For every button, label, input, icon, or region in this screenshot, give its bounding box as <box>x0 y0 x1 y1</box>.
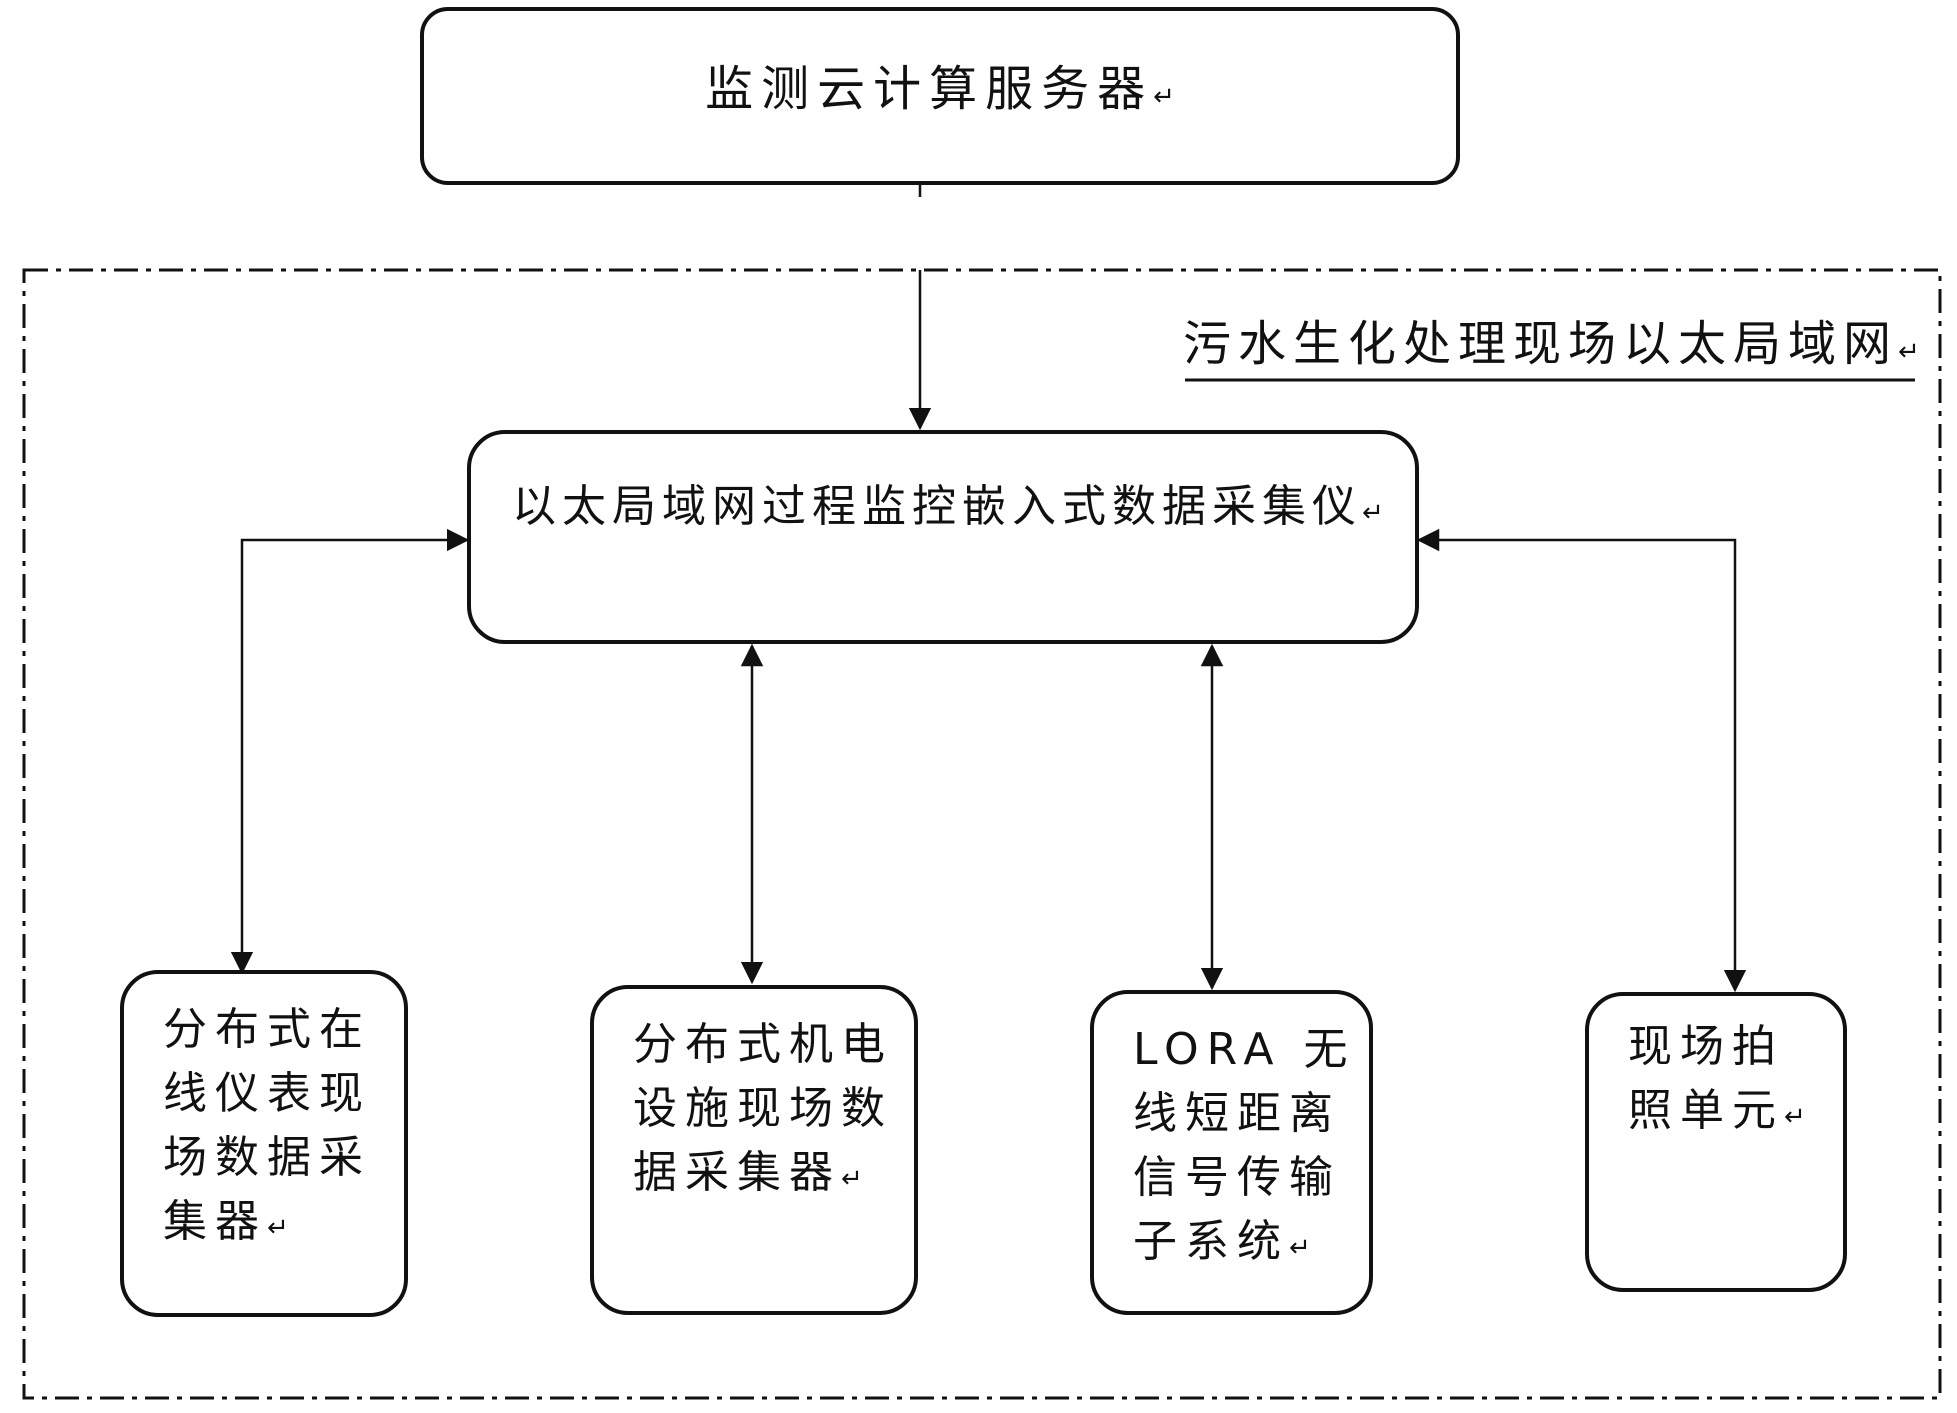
arrow-meter-collector-link <box>230 528 470 975</box>
facility-collector-text: 分布式机电 设施现场数 据采集器 <box>633 1019 893 1198</box>
paragraph-mark: ↵ <box>1153 82 1175 112</box>
paragraph-mark: ↵ <box>267 1213 289 1243</box>
facility-collector-box <box>590 985 918 1315</box>
facility-collector-label: 分布式机电 设施现场数 据采集器↵ <box>633 1013 913 1211</box>
meter-collector-text: 分布式在 线仪表现 场数据采 集器 <box>163 1004 371 1247</box>
lora-subsystem-label: LORA 无 线短距离 信号传输 子系统↵ <box>1133 1018 1363 1280</box>
arrow-photo-unit-link <box>1416 528 1747 993</box>
paragraph-mark: ↵ <box>1289 1233 1311 1263</box>
photo-unit-box <box>1585 992 1847 1292</box>
cloud-server-box <box>420 7 1460 185</box>
paragraph-mark: ↵ <box>1362 498 1384 528</box>
lan-region-text: 污水生化处理现场以太局域网 <box>1183 316 1899 372</box>
paragraph-mark: ↵ <box>1898 337 1920 367</box>
paragraph-mark: ↵ <box>841 1164 863 1194</box>
meter-collector-box <box>120 970 408 1317</box>
lan-region-boundary <box>22 268 1942 1400</box>
cloud-server-text: 监测云计算服务器 <box>705 61 1154 117</box>
embedded-collector-label: 以太局域网过程监控嵌入式数据采集仪↵ <box>512 475 1384 545</box>
paragraph-mark: ↵ <box>1784 1102 1806 1132</box>
photo-unit-text: 现场拍 照单元 <box>1628 1021 1784 1136</box>
meter-collector-label: 分布式在 线仪表现 场数据采 集器↵ <box>163 998 393 1260</box>
lan-region-title: 污水生化处理现场以太局域网↵ <box>1183 312 1920 384</box>
cloud-server-label: 监测云计算服务器↵ <box>420 57 1460 129</box>
lora-subsystem-text: LORA 无 线短距离 信号传输 子系统 <box>1133 1024 1356 1267</box>
embedded-collector-box <box>467 430 1419 644</box>
embedded-collector-text: 以太局域网过程监控嵌入式数据采集仪 <box>512 481 1362 532</box>
photo-unit-label: 现场拍 照单元↵ <box>1628 1015 1828 1149</box>
lora-subsystem-box <box>1090 990 1373 1315</box>
